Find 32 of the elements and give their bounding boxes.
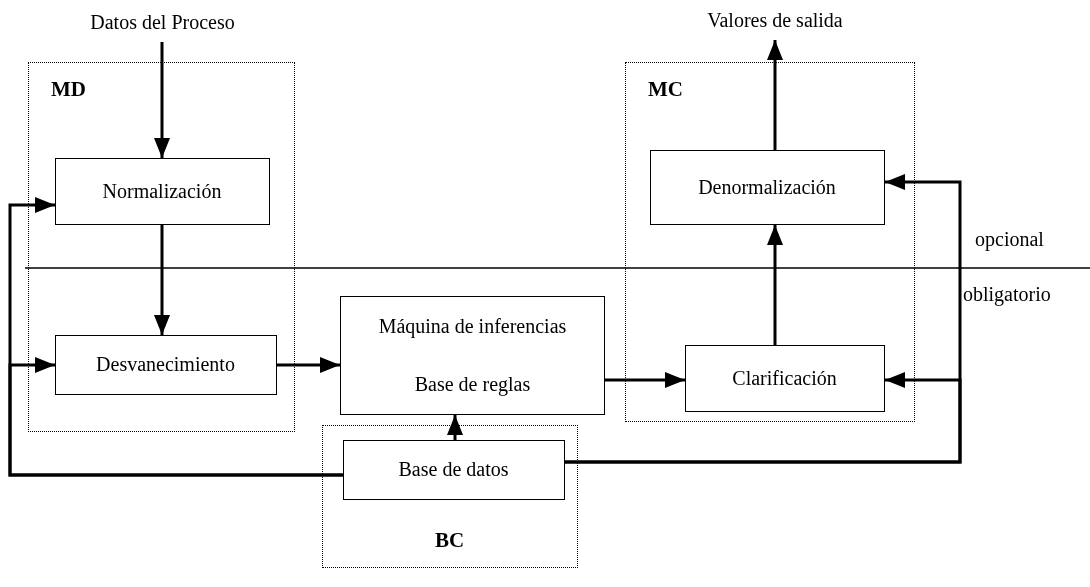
arrow	[277, 357, 340, 373]
zone-label: opcional	[975, 228, 1044, 251]
arrow	[154, 225, 170, 335]
box-label: Normalización	[102, 179, 222, 203]
box-label: Base de datos	[398, 458, 509, 481]
process-box	[340, 296, 605, 415]
process-box	[684, 344, 885, 412]
arrow	[565, 372, 962, 464]
zone-label: obligatorio	[963, 283, 1051, 306]
process-box	[54, 334, 277, 395]
group-label: BC	[435, 528, 465, 553]
arrow	[8, 357, 343, 477]
group-box	[625, 62, 915, 422]
box-label: Base de reglas	[414, 373, 531, 397]
box-label: Desvanecimiento	[96, 353, 235, 376]
box-label: Denormalización	[698, 175, 836, 199]
process-box	[342, 439, 565, 500]
group-box	[28, 62, 295, 432]
group-label: MC	[648, 77, 683, 102]
box-label: Clarificación	[732, 366, 837, 390]
arrow	[154, 42, 170, 158]
process-box	[649, 149, 885, 225]
io-label: Datos del Proceso	[90, 10, 235, 34]
io-label: Valores de salida	[707, 8, 843, 32]
arrow	[605, 372, 685, 388]
arrow	[767, 40, 783, 150]
process-box	[54, 157, 270, 225]
arrow	[767, 225, 783, 345]
arrow	[447, 415, 463, 440]
group-box	[322, 425, 578, 568]
group-label: MD	[51, 77, 86, 102]
box-label: Máquina de inferencias	[378, 314, 567, 338]
